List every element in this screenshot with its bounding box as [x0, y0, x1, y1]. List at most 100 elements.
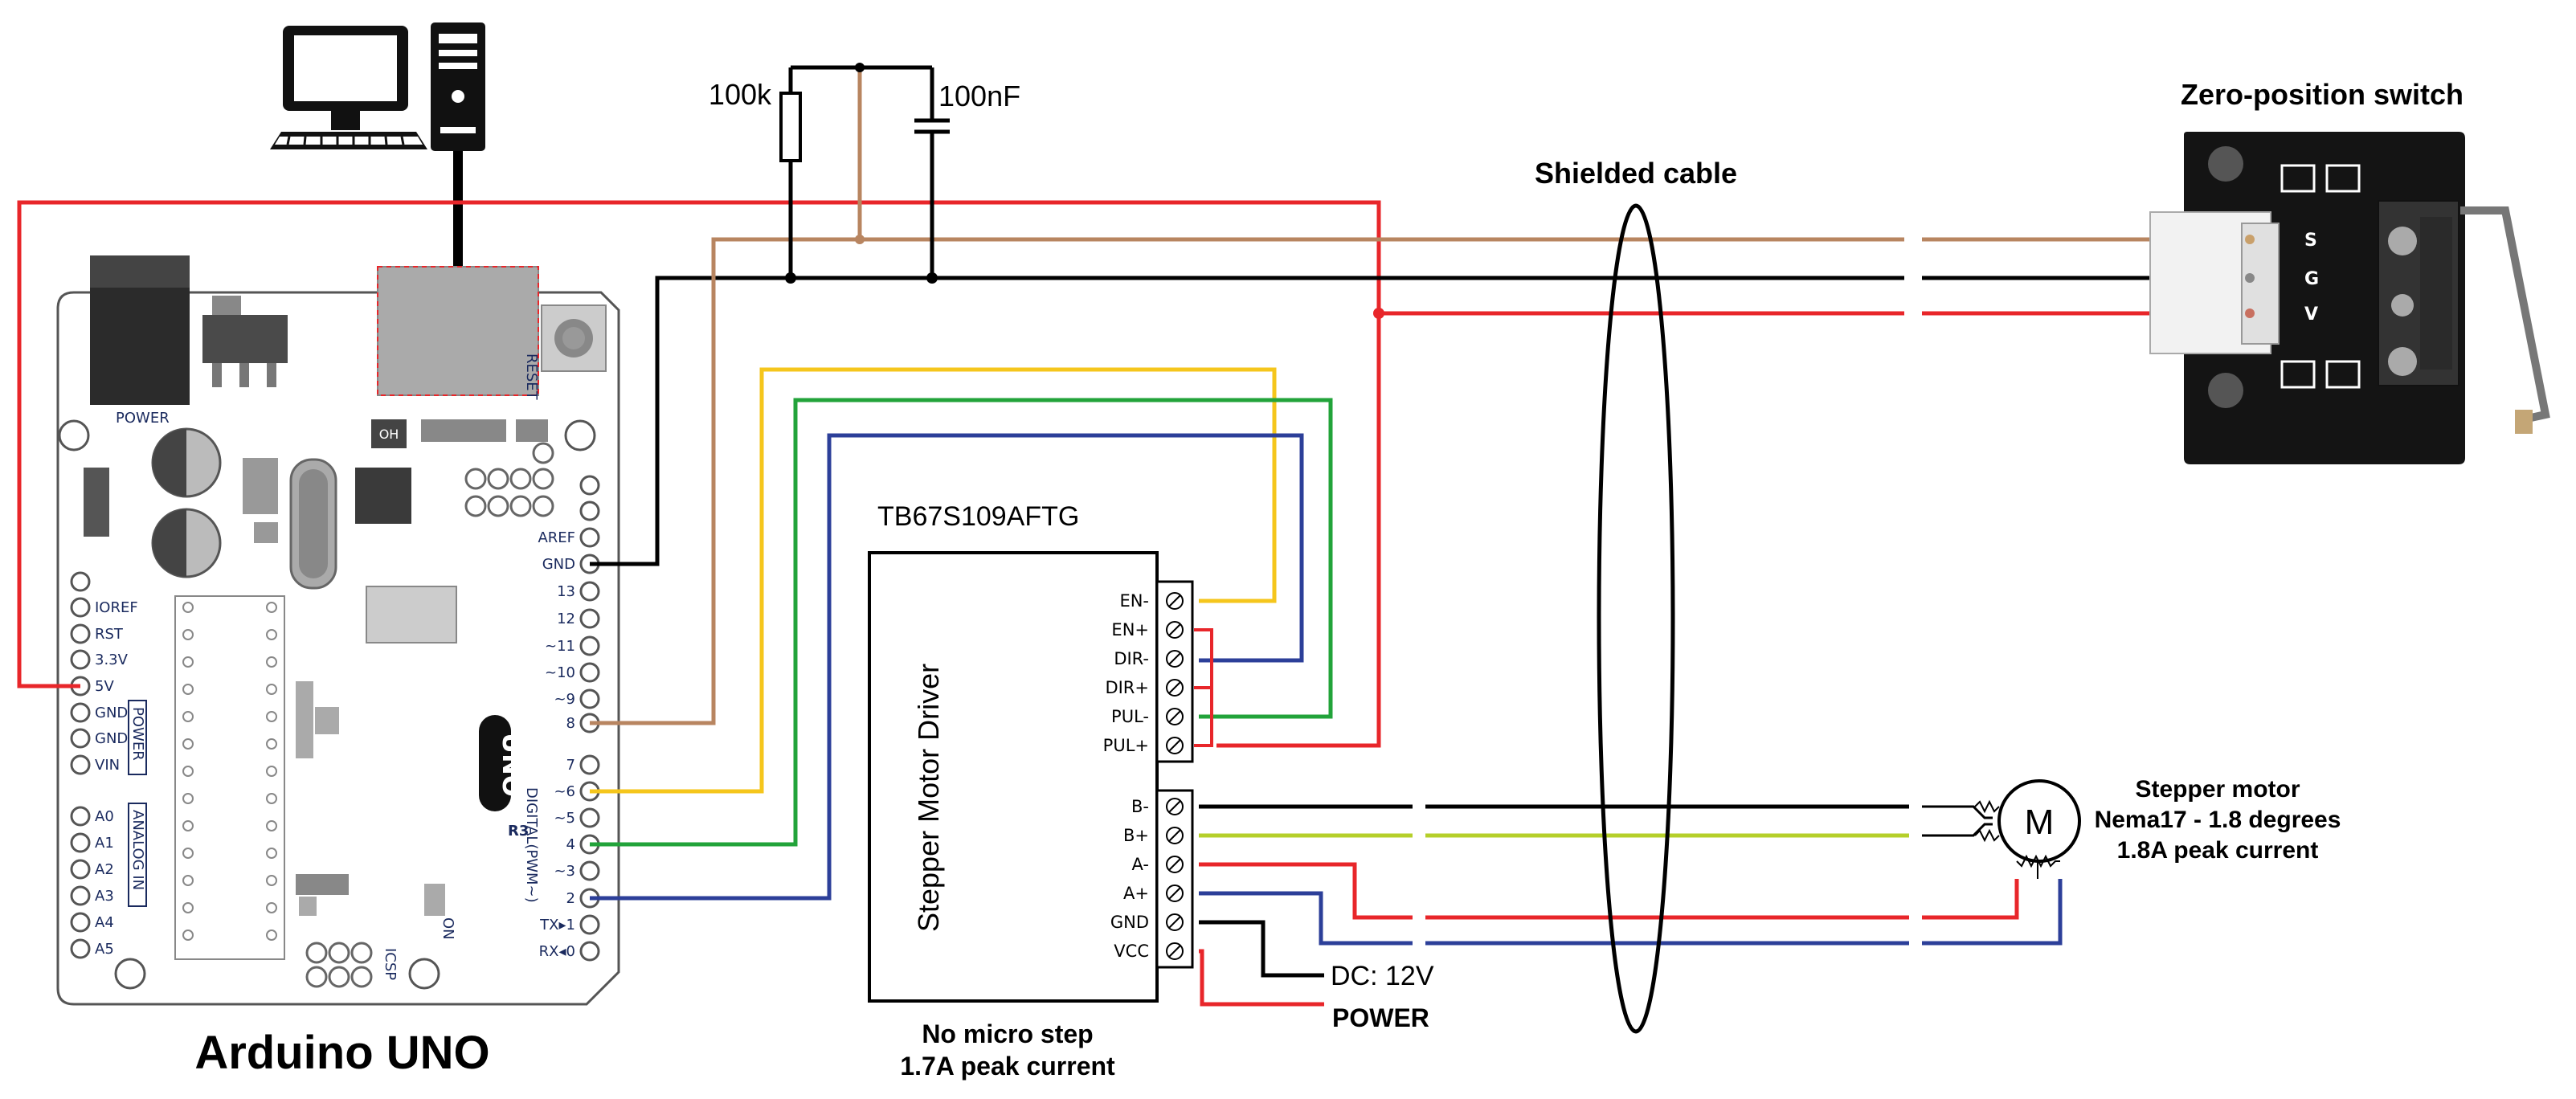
terminal-b-plus: B+: [1123, 826, 1149, 845]
wire-pul: [590, 398, 1333, 847]
pin-gnd-2: GND: [95, 730, 128, 747]
terminal-a-plus: A+: [1123, 884, 1149, 903]
power-label-2: POWER: [1332, 1003, 1429, 1032]
icsp-header: [305, 942, 373, 988]
control-terminal-block: [1155, 580, 1194, 763]
pin-a1: A1: [95, 835, 114, 852]
reset-label: RESET: [523, 353, 540, 401]
terminal-en-minus: EN-: [1119, 591, 1149, 611]
cable-label: Shielded cable: [1535, 157, 1737, 190]
analog-pin-header: [70, 806, 91, 959]
motor-label-3: 1.8A peak current: [2117, 837, 2319, 864]
driver-body: [868, 551, 1159, 1003]
pin-6: ~6: [554, 783, 575, 800]
capacitor-label: 100nF: [938, 80, 1020, 112]
wire-gnd: [590, 276, 1422, 566]
pin-4: 4: [566, 836, 575, 853]
power-label-1: DC: 12V: [1331, 961, 1434, 991]
pin-ioref: IOREF: [95, 599, 138, 616]
stepper-driver: Stepper Motor Driver TB67S109AFTG No mic…: [868, 501, 1194, 1081]
motor-label-1: Stepper motor: [2135, 776, 2300, 803]
pin-aref: AREF: [538, 529, 575, 546]
pin-a3: A3: [95, 888, 114, 905]
terminal-b-minus: B-: [1131, 797, 1149, 816]
switch-pin-v: V: [2304, 304, 2318, 325]
pin-rx0: RX◂0: [539, 943, 575, 960]
computer-icon: [270, 22, 485, 273]
pin-5v: 5V: [95, 678, 114, 695]
terminal-pul-plus: PUL+: [1103, 736, 1149, 755]
shielded-cable-wires: [1199, 237, 2242, 1007]
pin-vin: VIN: [95, 757, 120, 774]
uno-logo: [479, 715, 511, 811]
pin-rst: RST: [95, 626, 124, 643]
digital-label: DIGITAL(PWM~): [523, 787, 540, 903]
wire-dir: [590, 433, 1304, 901]
terminal-vcc: VCC: [1114, 942, 1149, 961]
pin-10: ~10: [545, 664, 575, 681]
rc-filter: 100k 100nF: [709, 63, 1384, 319]
pc-tower-icon: [431, 22, 485, 151]
switch-title: Zero-position switch: [2181, 78, 2464, 111]
on-label: ON: [440, 917, 456, 940]
switch-lever: [2460, 206, 2550, 422]
board-title: Arduino UNO: [194, 1027, 489, 1079]
switch-pin-s: S: [2304, 231, 2317, 251]
keyboard-icon: [270, 132, 427, 149]
digital-pin-header-top: [579, 475, 600, 733]
pin-5: ~5: [554, 810, 575, 827]
voltage-regulator: [202, 315, 288, 363]
zero-position-switch: S G V: [2149, 132, 2550, 464]
pin-9: ~9: [554, 691, 575, 708]
pin-gnd-1: GND: [95, 705, 128, 721]
terminal-dir-plus: DIR+: [1105, 678, 1149, 697]
pin-gnd-digital: GND: [542, 556, 575, 573]
pin-2: 2: [566, 890, 575, 907]
r3-label: R3: [508, 823, 529, 840]
uno-logo-text: UNO: [497, 733, 527, 797]
pin-tx1: TX▸1: [539, 917, 575, 934]
wire-pul-plus: [1216, 313, 1381, 748]
arduino-uno-board: POWER RESET OH: [56, 255, 620, 1006]
driver-title: Stepper Motor Driver: [912, 664, 945, 932]
stepper-motor: M Stepper motor Nema17 - 1.8 degrees 1.8…: [1974, 776, 2341, 879]
pin-13: 13: [557, 583, 575, 600]
pin-7: 7: [566, 757, 575, 774]
power-terminal-block: [1155, 789, 1194, 969]
driver-chip-label: TB67S109AFTG: [877, 501, 1079, 532]
usb-chip: [355, 468, 411, 524]
driver-note-2: 1.7A peak current: [900, 1052, 1115, 1081]
pin-3: ~3: [554, 863, 575, 880]
terminal-pul-minus: PUL-: [1111, 707, 1149, 726]
terminal-en-plus: EN+: [1111, 620, 1149, 639]
pin-8: 8: [566, 715, 575, 732]
wire-5v: [17, 200, 1422, 688]
switch-pin-g: G: [2304, 269, 2319, 289]
pin-a5: A5: [95, 941, 114, 958]
power-pin-header: [70, 571, 91, 775]
power-jack-label: POWER: [116, 410, 170, 427]
wires: [17, 200, 1422, 901]
pin-11: ~11: [545, 638, 575, 655]
power-header-label: POWER: [129, 707, 146, 761]
motor-label-2: Nema17 - 1.8 degrees: [2095, 807, 2341, 833]
shield-ellipse: [1597, 203, 1675, 1034]
driver-note-1: No micro step: [922, 1019, 1093, 1048]
pin-12: 12: [557, 611, 575, 627]
motor-symbol-text: M: [2025, 803, 2055, 842]
wire-en: [590, 367, 1277, 794]
svg-text:OH: OH: [379, 427, 399, 442]
atmega-socket: [174, 595, 285, 960]
resistor-symbol: [779, 92, 802, 162]
pin-3v3: 3.3V: [95, 652, 129, 668]
usb-connector: [377, 266, 539, 396]
computer-monitor-icon: [283, 26, 408, 130]
terminal-a-minus: A-: [1132, 855, 1149, 874]
pin-a2: A2: [95, 861, 114, 878]
icsp-label: ICSP: [382, 948, 399, 980]
analog-header-label: ANALOG IN: [129, 810, 146, 890]
pin-a4: A4: [95, 914, 114, 931]
resistor-label: 100k: [709, 78, 772, 111]
